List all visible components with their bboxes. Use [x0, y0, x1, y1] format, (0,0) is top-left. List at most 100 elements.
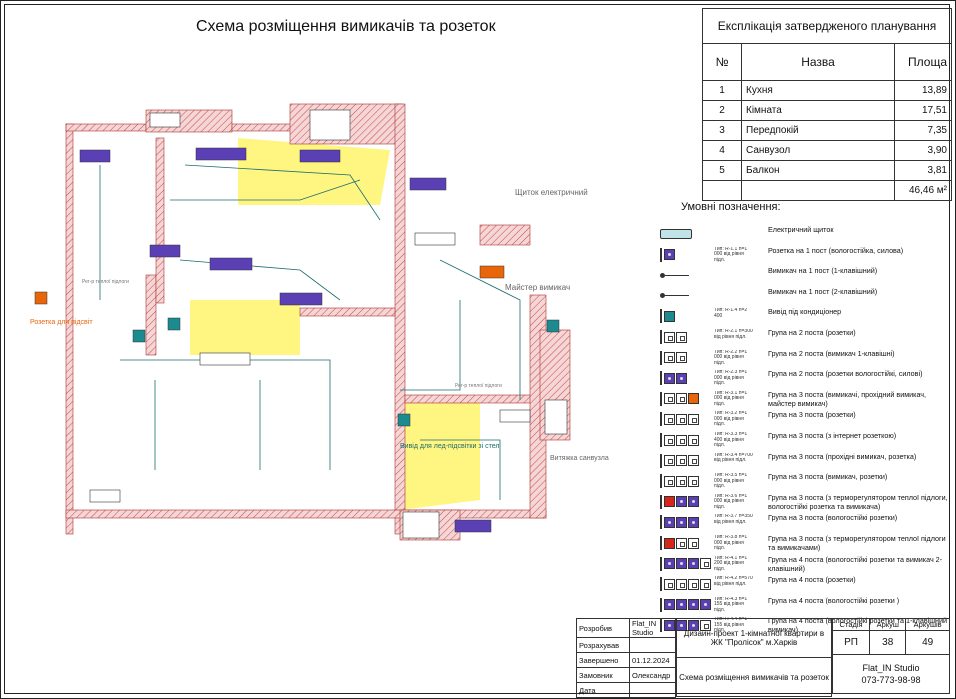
legend-description: Група на 4 поста (розетки) — [768, 575, 856, 585]
legend-description: Група на 4 поста (вологостійкі розетки т… — [768, 554, 943, 573]
legend-item: Тип: R-4.1 h=1 200 від рівня підл.Група … — [654, 555, 950, 575]
legend-symbol-icon — [660, 515, 700, 530]
room-area: 7,35 — [894, 120, 952, 141]
window-2 — [309, 109, 351, 141]
legend-item: Тип: R-3.3 h=1 400 від рівня підл.Група … — [654, 431, 950, 451]
label-exhaust: Витяжка санвузла — [550, 455, 609, 462]
stamp-role: Розробив — [576, 618, 630, 638]
stamp-person — [629, 682, 676, 698]
wall-left — [65, 123, 74, 535]
col-no: № — [702, 43, 742, 81]
legend-description: Вивід під кондиціонер — [768, 307, 842, 317]
legend-type-tag: Тип: R-3.5 h=1 000 від рівня підл. — [714, 473, 748, 490]
legend-type-tag: Тип: R-2.3 h=1 000 від рівня підл. — [714, 370, 748, 387]
legend-item: Електричний щиток — [654, 225, 950, 245]
room-number: 4 — [702, 140, 742, 161]
stamp-stage: РП — [831, 630, 871, 655]
room-area: 13,89 — [894, 80, 952, 101]
stamp-studio: Flat_IN Studio — [862, 663, 920, 673]
legend-type-tag: Тип: R-3.4 h=700 від рівня підл. — [714, 452, 753, 464]
legend-type-tag: Тип: R-4.2 h=570 від рівня підл. — [714, 576, 753, 587]
stamp-sheet-label: Аркуш — [869, 618, 907, 631]
legend-symbol-icon — [660, 268, 689, 282]
stamp-project: Дизайн-проект 1-кімнатної квартири в ЖК … — [676, 618, 832, 697]
stamp-project-name: Дизайн-проект 1-кімнатної квартири в ЖК … — [676, 618, 832, 658]
room-name: Балкон — [741, 160, 895, 181]
legend-description: Група на 3 поста (прохідні вимикач, розе… — [768, 451, 917, 461]
wall-shaft — [479, 224, 531, 246]
room-area: 3,90 — [894, 140, 952, 161]
legend-type-tag: Тип: R-4.3 h=1 155 від рівня підл. — [714, 596, 748, 613]
led-zone-room — [190, 300, 300, 355]
led-zone-hall — [400, 400, 480, 510]
room-name: Санвузол — [741, 140, 895, 161]
wall-top-left — [65, 123, 147, 132]
label-warm-floor-2: Рег-р теплої підлоги — [455, 383, 502, 389]
legend-item: Вимикач на 1 пост (2-клавішний) — [654, 287, 950, 307]
legend-symbol-icon — [660, 247, 676, 262]
legend-item: Тип: R-3.5 h=1 000 від рівня підл.Група … — [654, 472, 950, 492]
stamp-sheet-title: Схема розміщення вимикачів та розеток — [676, 657, 832, 697]
label-led-left: Розетка для підсвіт — [30, 318, 93, 326]
stamp-row: Розрахував — [576, 637, 676, 653]
legend-description: Група на 4 поста (вологостійкі розетки ) — [768, 595, 900, 605]
legend-symbol-icon — [660, 453, 700, 468]
label-master: Майстер вимикач — [505, 283, 570, 292]
legend-symbol-icon — [660, 227, 692, 241]
legend-type-tag: Тип: R-3.7 h=350 від рівня підл. — [714, 514, 753, 525]
legend-description: Група на 2 поста (вимикач 1-клавішні) — [768, 348, 895, 358]
legend-item: Тип: R-3.6 h=1 000 від рівня підл. Група … — [654, 493, 950, 513]
legend-item: Тип: R-3.1 h=1 000 від рівня підл.Група … — [654, 390, 950, 410]
stamp-row: Дата — [576, 682, 676, 698]
legend-description: Група на 3 поста (з інтернет розеткою) — [768, 431, 897, 440]
label-warm-floor-1: Рег-р теплої підлоги — [82, 279, 129, 285]
legend-symbol-icon — [660, 412, 700, 427]
legend-item: Тип: R-3.4 h=700 від рівня підл. Група на… — [654, 452, 950, 472]
legend-symbol-icon — [660, 350, 688, 365]
col-area: Площа — [894, 43, 952, 81]
legend-item: Тип: R-3.2 h=1 000 від рівня підл.Група … — [654, 410, 950, 430]
legend-symbol-icon — [660, 597, 712, 612]
floor-plan: Щиток електричний Майстер вимикач Вивід … — [30, 103, 609, 541]
stamp-role: Замовник — [576, 667, 630, 683]
room-area: 3,81 — [894, 160, 952, 181]
stamp-sheets-label: Аркушів — [905, 618, 950, 631]
wall-bottom — [65, 509, 547, 519]
legend-title: Умовні позначення: — [681, 201, 781, 213]
explication-caption: Експлікація затвердженого планування — [702, 8, 952, 44]
legend-description: Група на 3 поста (з терморегулятором теп… — [768, 492, 948, 511]
label-shield: Щиток електричний — [515, 188, 588, 197]
stamp-role: Завершено — [576, 652, 630, 668]
legend-item: Вимикач на 1 пост (1-клавішний) — [654, 266, 950, 286]
legend-type-tag: Тип: R-3.6 h=1 000 від рівня підл. — [714, 493, 748, 510]
legend-symbol-icon — [660, 309, 676, 324]
stamp-person: Flat_IN Studio — [629, 618, 676, 638]
legend-type-tag: Тип: R-2.1 h=300 від рівня підл. — [714, 329, 753, 340]
room-number: 3 — [702, 120, 742, 141]
legend-description: Група на 3 поста (вимикачі, прохідний ви… — [768, 389, 927, 408]
wall-mid — [394, 103, 406, 535]
stamp-sheet-info: Стадія Аркуш Аркушів РП 38 49 Flat_IN St… — [831, 618, 950, 694]
wall-partition-left — [145, 274, 157, 356]
legend-description: Група на 3 поста (з терморегулятором теп… — [768, 534, 946, 552]
legend-item: Тип: R-2.2 h=1 000 від рівня підл.Група … — [654, 349, 950, 369]
legend-item: Тип: R-3.8 h=1 000 від рівня підл. Група … — [654, 534, 950, 554]
legend-description: Група на 3 поста (розетки) — [768, 410, 856, 420]
legend-symbol-icon — [660, 577, 712, 592]
sheet-frame — [4, 4, 950, 694]
wall-kitchen-bottom — [299, 307, 396, 317]
legend-description: Електричний щиток — [768, 225, 834, 234]
legend-type-tag: Тип: R-3.8 h=1 000 від рівня підл. — [714, 535, 748, 551]
legend-item: Тип: R-2.3 h=1 000 від рівня підл.Група … — [654, 369, 950, 389]
legend-item: Тип: R-2.1 h=300 від рівня підл.Група на… — [654, 328, 950, 348]
legend-symbol-icon — [660, 433, 700, 447]
room-name: Кухня — [741, 80, 895, 101]
window-3 — [402, 511, 440, 539]
legend-symbol-icon — [660, 330, 688, 344]
explication-table: Експлікація затвердженого планування № Н… — [702, 8, 952, 201]
